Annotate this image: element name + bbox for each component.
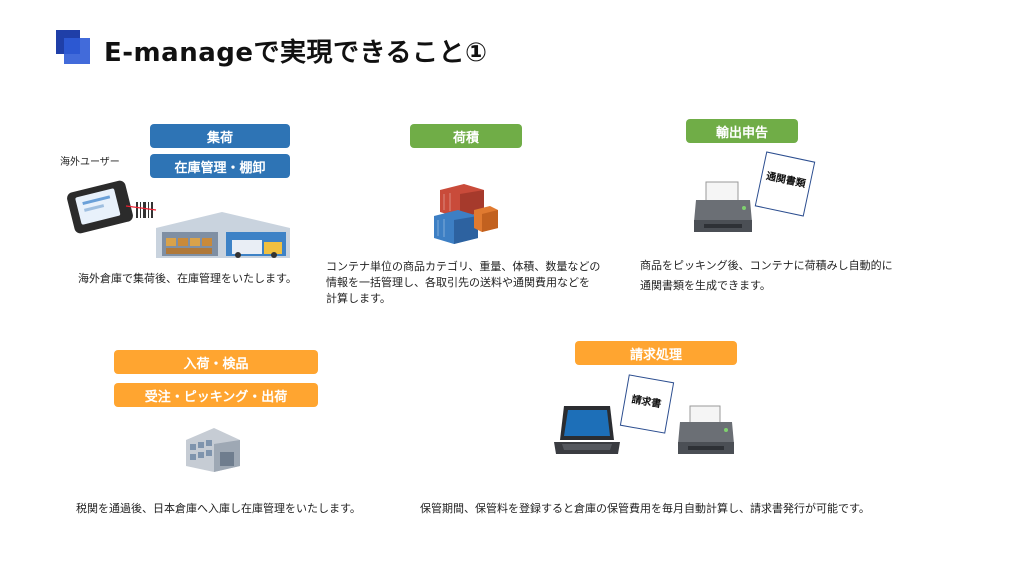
- laptop-icon: [554, 406, 620, 454]
- warehouse-icon: [156, 212, 290, 258]
- label-export: 輸出申告: [686, 119, 798, 143]
- japan-warehouse-icon: [186, 428, 240, 472]
- loading-description-line-1: コンテナ単位の商品カテゴリ、重量、体積、数量などの: [326, 260, 601, 273]
- printer-icon: [678, 405, 734, 454]
- shipping-containers-icon: [434, 184, 498, 244]
- handheld-scanner-icon: [67, 180, 157, 234]
- label-order-picking: 受注・ピッキング・出荷: [114, 383, 318, 407]
- invoice-document-icon: 請求書: [619, 374, 675, 434]
- billing-description: 保管期間、保管料を登録すると倉庫の保管費用を毎月自動計算し、請求書発行が可能です…: [420, 502, 870, 515]
- loading-description-line-3: 計算します。: [326, 292, 391, 305]
- label-loading: 荷積: [410, 124, 522, 148]
- customs-document-icon: 通関書類: [754, 151, 816, 217]
- label-collect: 集荷: [150, 124, 290, 148]
- label-billing: 請求処理: [575, 341, 737, 365]
- customs-document-label: 通関書類: [765, 171, 807, 191]
- printer-icon: [694, 181, 752, 232]
- loading-description-line-2: 情報を一括管理し、各取引先の送料や通関費用などを: [326, 276, 590, 289]
- inbound-description: 税関を通過後、日本倉庫へ入庫し在庫管理をいたします。: [76, 502, 361, 515]
- label-inventory: 在庫管理・棚卸: [150, 154, 290, 178]
- title-mark-icon: [56, 30, 90, 64]
- label-inbound: 入荷・検品: [114, 350, 318, 374]
- export-description-line-2: 通関書類を生成できます。: [640, 279, 771, 292]
- export-description-line-1: 商品をピッキング後、コンテナに荷積みし自動的に: [640, 259, 893, 272]
- invoice-document-label: 請求書: [630, 394, 663, 411]
- page-title: E-manageで実現できること①: [104, 38, 488, 68]
- collect-description: 海外倉庫で集荷後、在庫管理をいたします。: [78, 272, 297, 285]
- overseas-user-label: 海外ユーザー: [60, 157, 120, 168]
